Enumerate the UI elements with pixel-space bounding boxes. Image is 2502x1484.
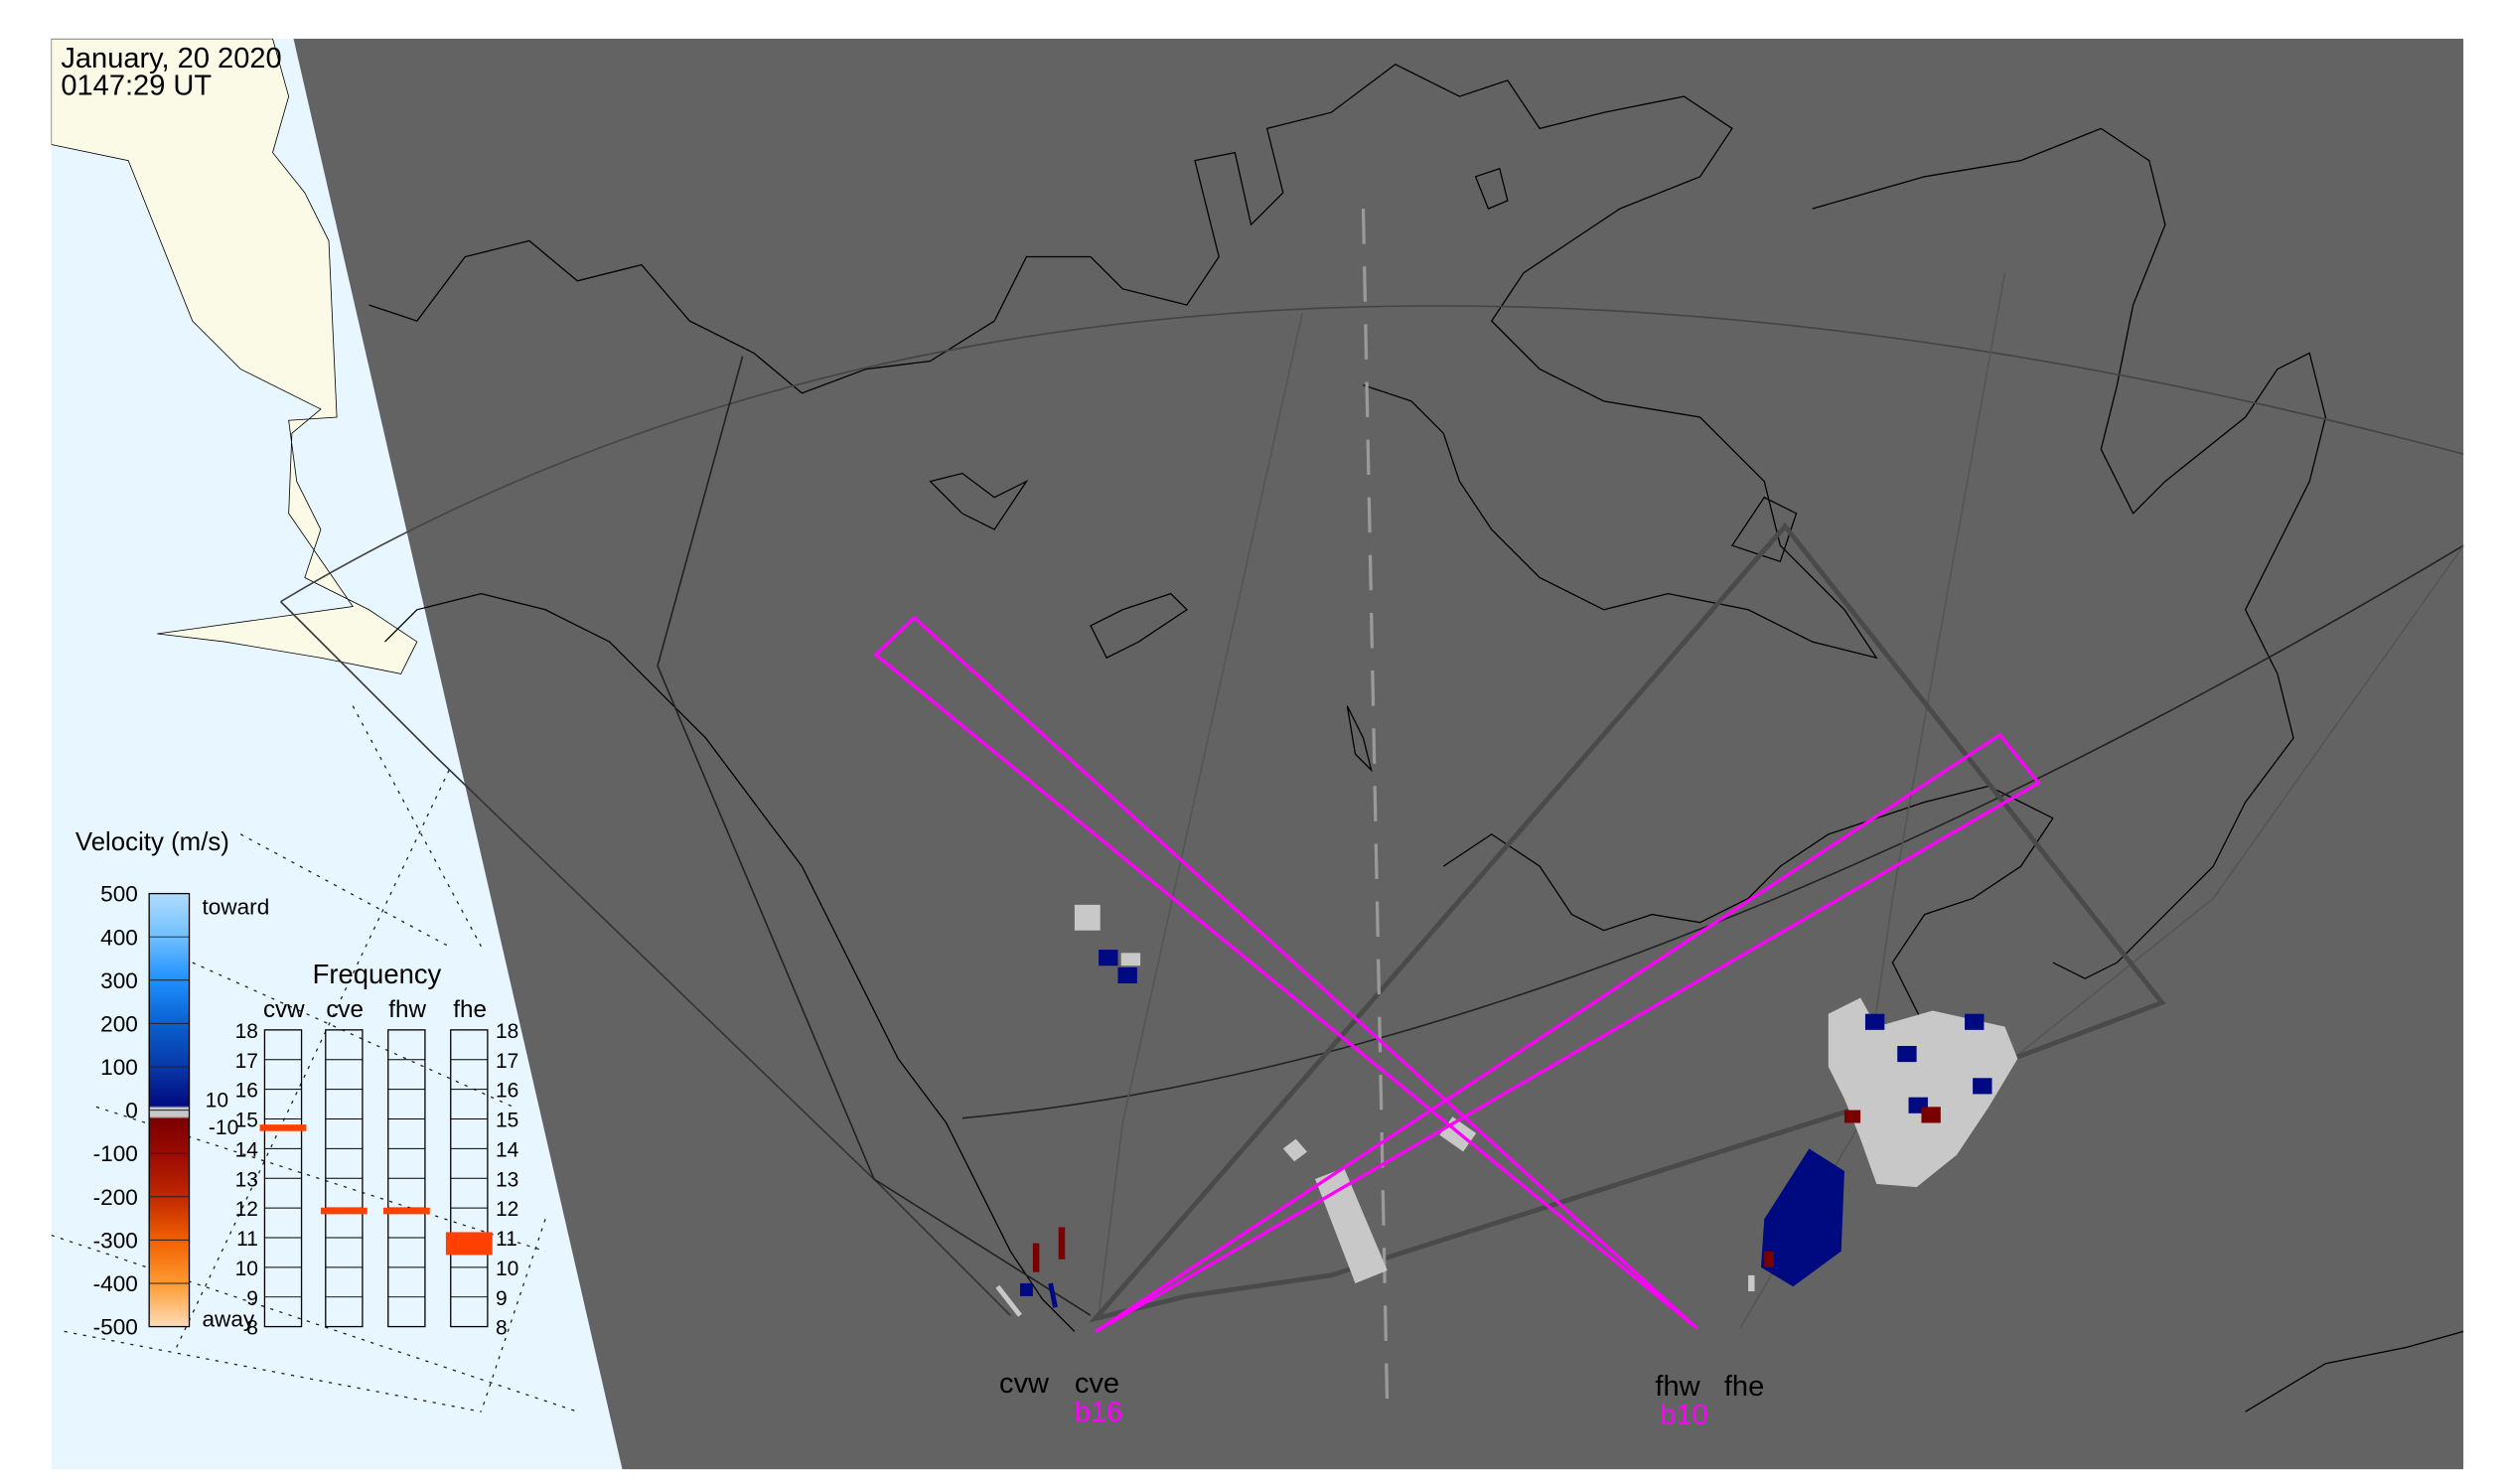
map-area <box>51 38 2464 1470</box>
site-label-fhw: fhw <box>1655 1371 1700 1403</box>
frequency-marker <box>259 1124 307 1131</box>
frequency-tick-left: 9 <box>246 1287 258 1310</box>
fov-outer-arc <box>280 305 2464 603</box>
velocity-tick-label: 500 <box>100 882 138 907</box>
velocity-tick-label: 0 <box>125 1099 138 1123</box>
frequency-tick-left: 12 <box>235 1198 258 1221</box>
dashed-meridian <box>1361 209 1390 1412</box>
frequency-column-fhw: fhw <box>382 996 430 1328</box>
beam-b16 <box>1094 732 2041 1333</box>
frequency-tick-left: 14 <box>235 1138 259 1161</box>
away-label: away <box>202 1307 254 1332</box>
frequency-tick-left: 15 <box>235 1110 258 1132</box>
time-label: 0147:29 UT <box>61 70 212 101</box>
velocity-tick-label: 400 <box>100 925 138 950</box>
beam-label-b16: b16 <box>1075 1397 1122 1428</box>
date-label: January, 20 2020 <box>61 43 281 74</box>
frequency-tick-right: 15 <box>496 1110 518 1132</box>
frequency-title: Frequency <box>313 959 442 989</box>
velocity-colorbar-legend: Velocity (m/s) 500 400 300 200 100 0 -100 -200 -… <box>75 828 269 1340</box>
frequency-marker <box>382 1207 430 1215</box>
frequency-tick-right: 14 <box>496 1138 519 1161</box>
alaska-land <box>51 38 418 674</box>
frequency-marker <box>320 1207 368 1215</box>
beam-b10 <box>873 615 1698 1330</box>
site-label-cve: cve <box>1075 1368 1119 1400</box>
velocity-echoes <box>995 904 2018 1317</box>
frequency-column-box <box>263 1029 303 1328</box>
frequency-tick-right: 13 <box>496 1168 518 1191</box>
grid-label-10: 10 <box>206 1089 228 1112</box>
velocity-tick-label: 200 <box>100 1011 138 1036</box>
velocity-tick-label: -300 <box>93 1228 138 1253</box>
frequency-tick-left: 10 <box>235 1258 258 1280</box>
frequency-tick-left: 17 <box>235 1050 258 1073</box>
grid-label-minus10: -10 <box>209 1116 238 1139</box>
toward-label: toward <box>202 895 269 920</box>
frequency-column-label: cvw <box>263 996 305 1023</box>
frequency-tick-left: 8 <box>246 1317 258 1340</box>
coastlines <box>368 64 2464 1412</box>
frequency-tick-left: 18 <box>235 1020 258 1043</box>
velocity-legend-title: Velocity (m/s) <box>75 828 229 856</box>
frequency-tick-right: 18 <box>496 1020 518 1043</box>
highlighted-beams <box>873 615 2041 1333</box>
frequency-tick-left: 13 <box>235 1168 258 1191</box>
frequency-column-label: fhw <box>388 996 426 1023</box>
beam-label-b10: b10 <box>1660 1400 1707 1431</box>
frequency-tick-right: 9 <box>496 1287 508 1310</box>
frequency-column-cvw: cvw <box>259 996 307 1328</box>
velocity-tick-label: -100 <box>93 1141 138 1166</box>
frequency-tick-right: 16 <box>496 1080 518 1103</box>
frequency-tick-right: 10 <box>496 1258 518 1280</box>
frequency-tick-right: 17 <box>496 1050 518 1073</box>
velocity-tick-label: -400 <box>93 1271 138 1296</box>
frequency-marker <box>445 1232 493 1256</box>
frequency-tick-right: 12 <box>496 1198 518 1221</box>
frequency-column-cve: cve <box>320 996 368 1328</box>
velocity-tick-label: 100 <box>100 1055 138 1080</box>
frequency-column-label: fhe <box>453 996 487 1023</box>
velocity-tick-label: 300 <box>100 968 138 993</box>
frequency-column-label: cve <box>326 996 364 1023</box>
frequency-column-fhe: fhe <box>445 996 493 1328</box>
site-label-cvw: cvw <box>999 1368 1050 1400</box>
frequency-tick-left: 16 <box>235 1080 258 1103</box>
frequency-tick-left: 11 <box>236 1228 258 1251</box>
site-label-fhe: fhe <box>1724 1371 1764 1403</box>
velocity-tick-label: -500 <box>93 1315 138 1340</box>
velocity-tick-label: -200 <box>93 1185 138 1210</box>
frequency-tick-right: 11 <box>496 1228 517 1251</box>
frequency-tick-right: 8 <box>496 1317 508 1340</box>
fov-inner-arc <box>961 544 2464 1119</box>
